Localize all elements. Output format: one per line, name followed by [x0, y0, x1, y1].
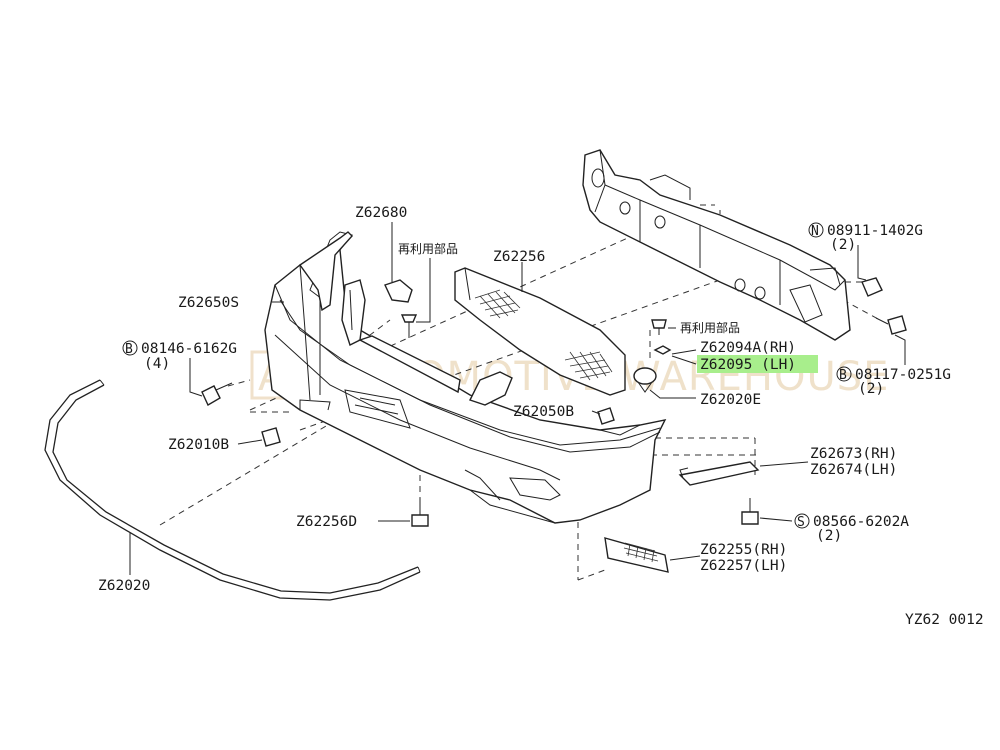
- bolt-qty-08911: (2): [830, 237, 856, 253]
- bolt-08146: [201, 382, 233, 406]
- clip-z62010b: [261, 427, 281, 447]
- label-z62257: Z62257(LH): [700, 558, 787, 574]
- clip-z62020e: [633, 367, 657, 393]
- nut-clip-z62050b: [597, 407, 615, 425]
- bolt-code-08911: 08911-1402G: [827, 223, 923, 239]
- bolt-code-08117: 08117-0251G: [855, 367, 951, 383]
- highlight-z62095: [697, 355, 818, 373]
- label-z62650s: Z62650S: [178, 295, 239, 311]
- label-z62020e: Z62020E: [700, 392, 761, 408]
- label-z62020: Z62020: [98, 578, 150, 594]
- clip-z62680: [384, 279, 413, 303]
- screw-08566: [741, 498, 759, 525]
- label-reuse-parts-2: 再利用部品: [680, 320, 740, 335]
- diagram-code: YZ62 0012: [905, 612, 984, 628]
- label-z62094a: Z62094A(RH): [700, 340, 796, 356]
- push-rivet-right: [651, 319, 667, 335]
- label-reuse-parts-1: 再利用部品: [398, 241, 458, 256]
- left-fin: [299, 231, 353, 312]
- label-z62095: Z62095 (LH): [700, 357, 796, 373]
- label-z62050b: Z62050B: [513, 404, 574, 420]
- label-z62255: Z62255(RH): [700, 542, 787, 558]
- bolt-code-08566: 08566-6202A: [813, 514, 909, 530]
- inner-stay: [358, 335, 513, 406]
- side-moulding: [678, 461, 760, 486]
- bolt-z62256d: [411, 498, 429, 527]
- push-rivet-left: [400, 314, 418, 338]
- nut-08911: [861, 277, 883, 297]
- clip-z62094a: [653, 345, 672, 355]
- label-z62010b: Z62010B: [168, 437, 229, 453]
- lower-grille: [604, 537, 669, 573]
- bolt-qty-08566: (2): [816, 528, 842, 544]
- bolt-qty-08117: (2): [858, 381, 884, 397]
- leader-lines: [129, 222, 906, 575]
- bolt-qty-08146: (4): [144, 356, 170, 372]
- label-z62674: Z62674(LH): [810, 462, 897, 478]
- label-z62673: Z62673(RH): [810, 446, 897, 462]
- bolt-08117: [875, 315, 907, 335]
- upper-grille: [454, 267, 626, 396]
- label-z62256: Z62256: [493, 249, 545, 265]
- bolt-prefix-08911: N: [811, 224, 819, 239]
- bumper-reinforcement: [582, 149, 851, 341]
- part-labels: Z62680 再利用部品 Z62256 Z62650S B 08146-6162…: [98, 205, 984, 628]
- bolt-code-08146: 08146-6162G: [141, 341, 237, 357]
- bolt-prefix-08117: B: [839, 368, 847, 383]
- bolt-prefix-08566: S: [797, 515, 805, 530]
- label-z62680: Z62680: [355, 205, 407, 221]
- label-z62256d: Z62256D: [296, 514, 357, 530]
- bumper-fascia: [264, 231, 667, 524]
- bolt-prefix-08146: B: [125, 342, 133, 357]
